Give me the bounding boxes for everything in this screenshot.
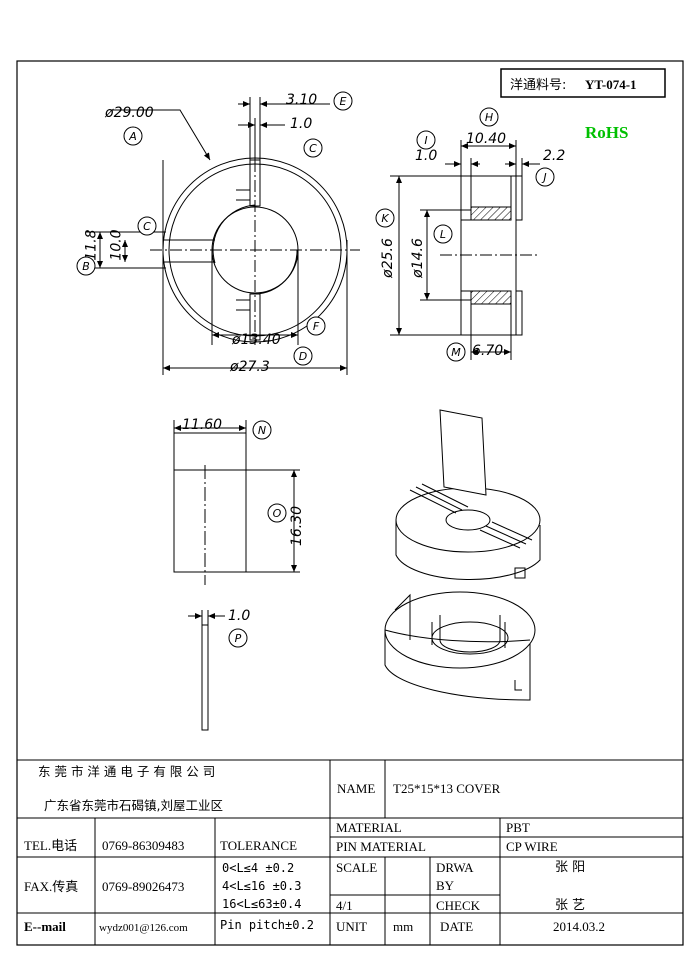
dim-C-top: 1.0 [290, 116, 313, 132]
dim-B-outer: 11.8 [83, 229, 100, 261]
tolerance-row-3: 16<L≤63±0.4 [222, 897, 302, 911]
material-label: MATERIAL [336, 820, 402, 835]
name-value: T25*15*13 COVER [393, 781, 501, 796]
tolerance-label: TOLERANCE [220, 838, 298, 853]
pin-plate-view [173, 420, 300, 585]
part-number-label: 洋通料号: [510, 78, 566, 93]
dim-I: 1.0 [415, 148, 438, 164]
pin-material-label: PIN MATERIAL [336, 839, 426, 854]
company-address: 广东省东莞市石碣镇,刘屋工业区 [44, 798, 223, 813]
fax-label: FAX.传真 [24, 879, 79, 894]
tel-value: 0769-86309483 [102, 838, 185, 853]
check-label: CHECK [436, 898, 481, 913]
dim-E: 3.10 [286, 92, 318, 108]
name-label: NAME [337, 781, 376, 796]
email-value: wydz001@126.com [99, 922, 188, 934]
rohs-mark: RoHS [585, 123, 628, 142]
fax-value: 0769-89026473 [102, 879, 185, 894]
date-label: DATE [440, 919, 474, 934]
unit-value: mm [393, 919, 414, 934]
dim-F: ø13.40 [232, 332, 281, 348]
unit-label: UNIT [336, 919, 368, 934]
dim-N: 11.60 [182, 417, 223, 433]
tolerance-row-2: 4<L≤16 ±0.3 [222, 879, 302, 893]
pin-material-value: CP WIRE [506, 839, 558, 854]
dim-L: ø14.6 [409, 238, 426, 278]
check-value: 张 艺 [555, 898, 586, 913]
part-number-box [500, 68, 666, 98]
pin-thin-view [188, 610, 225, 731]
part-number-value: YT-074-1 [585, 77, 637, 92]
dim-J: 2.2 [543, 148, 566, 164]
tel-label: TEL.电话 [24, 838, 78, 853]
dim-H: 10.40 [466, 131, 507, 147]
isometric-view [384, 409, 541, 701]
scale-value: 4/1 [336, 898, 353, 913]
dim-O: 16.30 [289, 505, 306, 547]
top-view [86, 97, 360, 375]
company-name: 东 莞 市 洋 通 电 子 有 限 公 司 [38, 764, 216, 779]
dim-P: 1.0 [228, 608, 251, 624]
title-block-grid [17, 759, 683, 945]
material-value: PBT [506, 820, 530, 835]
drawn-label-2: BY [436, 878, 455, 893]
sheet-border [16, 60, 684, 946]
tolerance-row-4: Pin pitch±0.2 [220, 918, 314, 932]
dim-K: ø25.6 [379, 238, 396, 278]
dim-M: 6.70 [472, 343, 504, 359]
dim-A: ø29.00 [105, 105, 154, 121]
tolerance-row-1: 0<L≤4 ±0.2 [222, 861, 295, 875]
dim-B-inner: 10.0 [108, 229, 125, 261]
drawn-value: 张 阳 [555, 860, 586, 875]
dim-D: ø27.3 [230, 359, 270, 375]
date-value: 2014.03.2 [553, 919, 605, 934]
scale-label: SCALE [336, 860, 378, 875]
drawn-label-1: DRWA [436, 860, 474, 875]
email-label: E--mail [24, 919, 66, 934]
